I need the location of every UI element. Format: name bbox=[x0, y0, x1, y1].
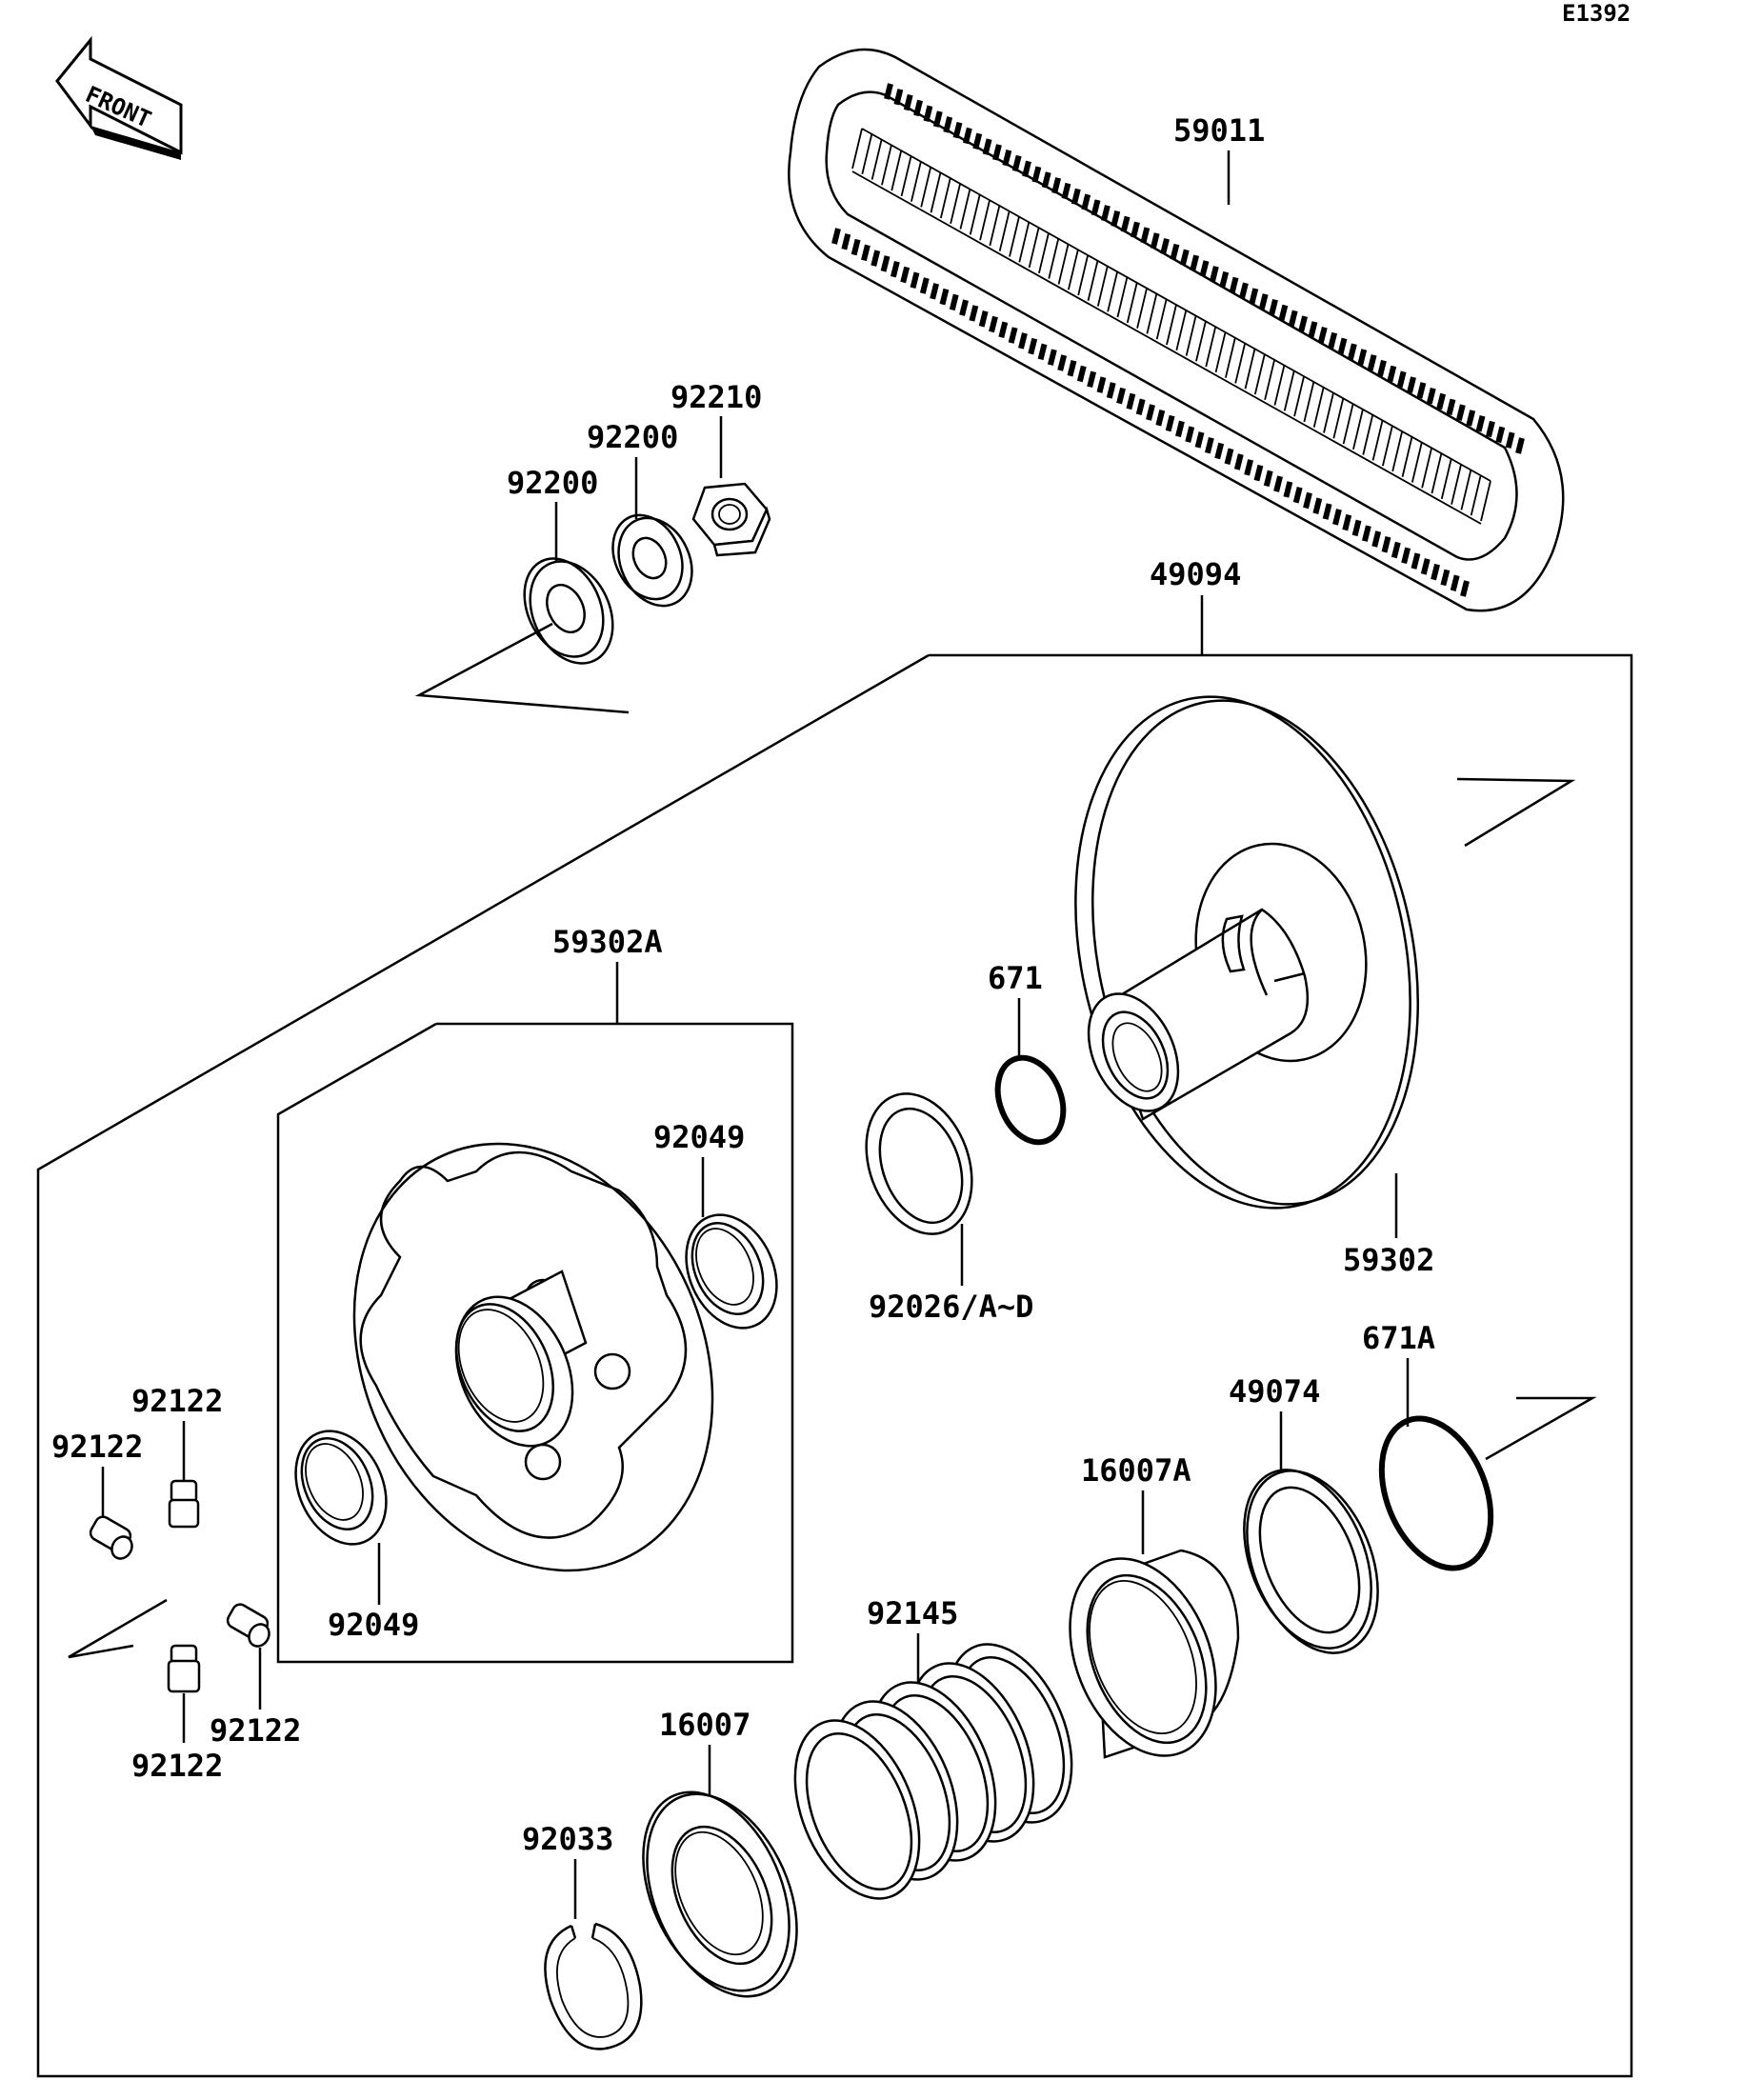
washer-92200-lower bbox=[523, 557, 614, 665]
movable-sheave-59302A bbox=[352, 1142, 714, 1572]
grease-nipple-92122-b bbox=[89, 1515, 133, 1560]
bushing-92049-lower bbox=[294, 1430, 388, 1546]
label-671: 671 bbox=[988, 960, 1043, 996]
label-92122-a: 92122 bbox=[131, 1383, 223, 1419]
label-59302A: 59302A bbox=[552, 924, 663, 960]
label-671A: 671A bbox=[1362, 1320, 1435, 1356]
grease-nipple-92122-d bbox=[167, 1644, 201, 1693]
label-92033: 92033 bbox=[522, 1821, 613, 1857]
label-92210: 92210 bbox=[670, 379, 762, 415]
front-arrow-icon: FRONT bbox=[55, 35, 183, 160]
o-ring-671A bbox=[1378, 1415, 1494, 1571]
bushing-92049-upper bbox=[685, 1213, 778, 1330]
label-59302: 59302 bbox=[1343, 1242, 1434, 1278]
spring-seat-16007 bbox=[642, 1790, 798, 1998]
washer-92200-upper bbox=[611, 513, 693, 608]
label-92200-lower: 92200 bbox=[507, 465, 598, 501]
label-16007: 16007 bbox=[659, 1707, 750, 1743]
nut-92210 bbox=[691, 482, 771, 557]
label-92200-upper: 92200 bbox=[587, 419, 678, 455]
label-92122-b: 92122 bbox=[51, 1429, 143, 1465]
label-92145: 92145 bbox=[867, 1595, 958, 1631]
label-16007A: 16007A bbox=[1081, 1452, 1191, 1489]
cam-16007A bbox=[1069, 1549, 1240, 1759]
washer-49074 bbox=[1243, 1469, 1379, 1654]
assembly-outline bbox=[36, 653, 1633, 2078]
drive-belt bbox=[788, 48, 1565, 612]
label-59011: 59011 bbox=[1173, 112, 1265, 149]
label-92122-c: 92122 bbox=[210, 1712, 301, 1749]
grease-nipple-92122-a bbox=[168, 1479, 200, 1529]
shim-92026 bbox=[865, 1092, 973, 1235]
diagram-code: E1392 bbox=[1562, 0, 1631, 27]
label-92026: 92026/A~D bbox=[869, 1289, 1033, 1325]
label-49074: 49074 bbox=[1229, 1373, 1320, 1410]
label-92049-upper: 92049 bbox=[653, 1119, 745, 1155]
label-92122-d: 92122 bbox=[131, 1748, 223, 1784]
circlip-92033 bbox=[544, 1922, 643, 2050]
label-92049-lower: 92049 bbox=[328, 1607, 419, 1643]
grease-nipple-92122-c bbox=[226, 1603, 270, 1648]
label-49094: 49094 bbox=[1150, 556, 1241, 592]
spring-92145 bbox=[793, 1643, 1073, 1900]
fixed-sheave-59302 bbox=[1074, 695, 1419, 1210]
sub-assembly-outline bbox=[276, 1022, 794, 1664]
o-ring-671 bbox=[994, 1054, 1067, 1146]
